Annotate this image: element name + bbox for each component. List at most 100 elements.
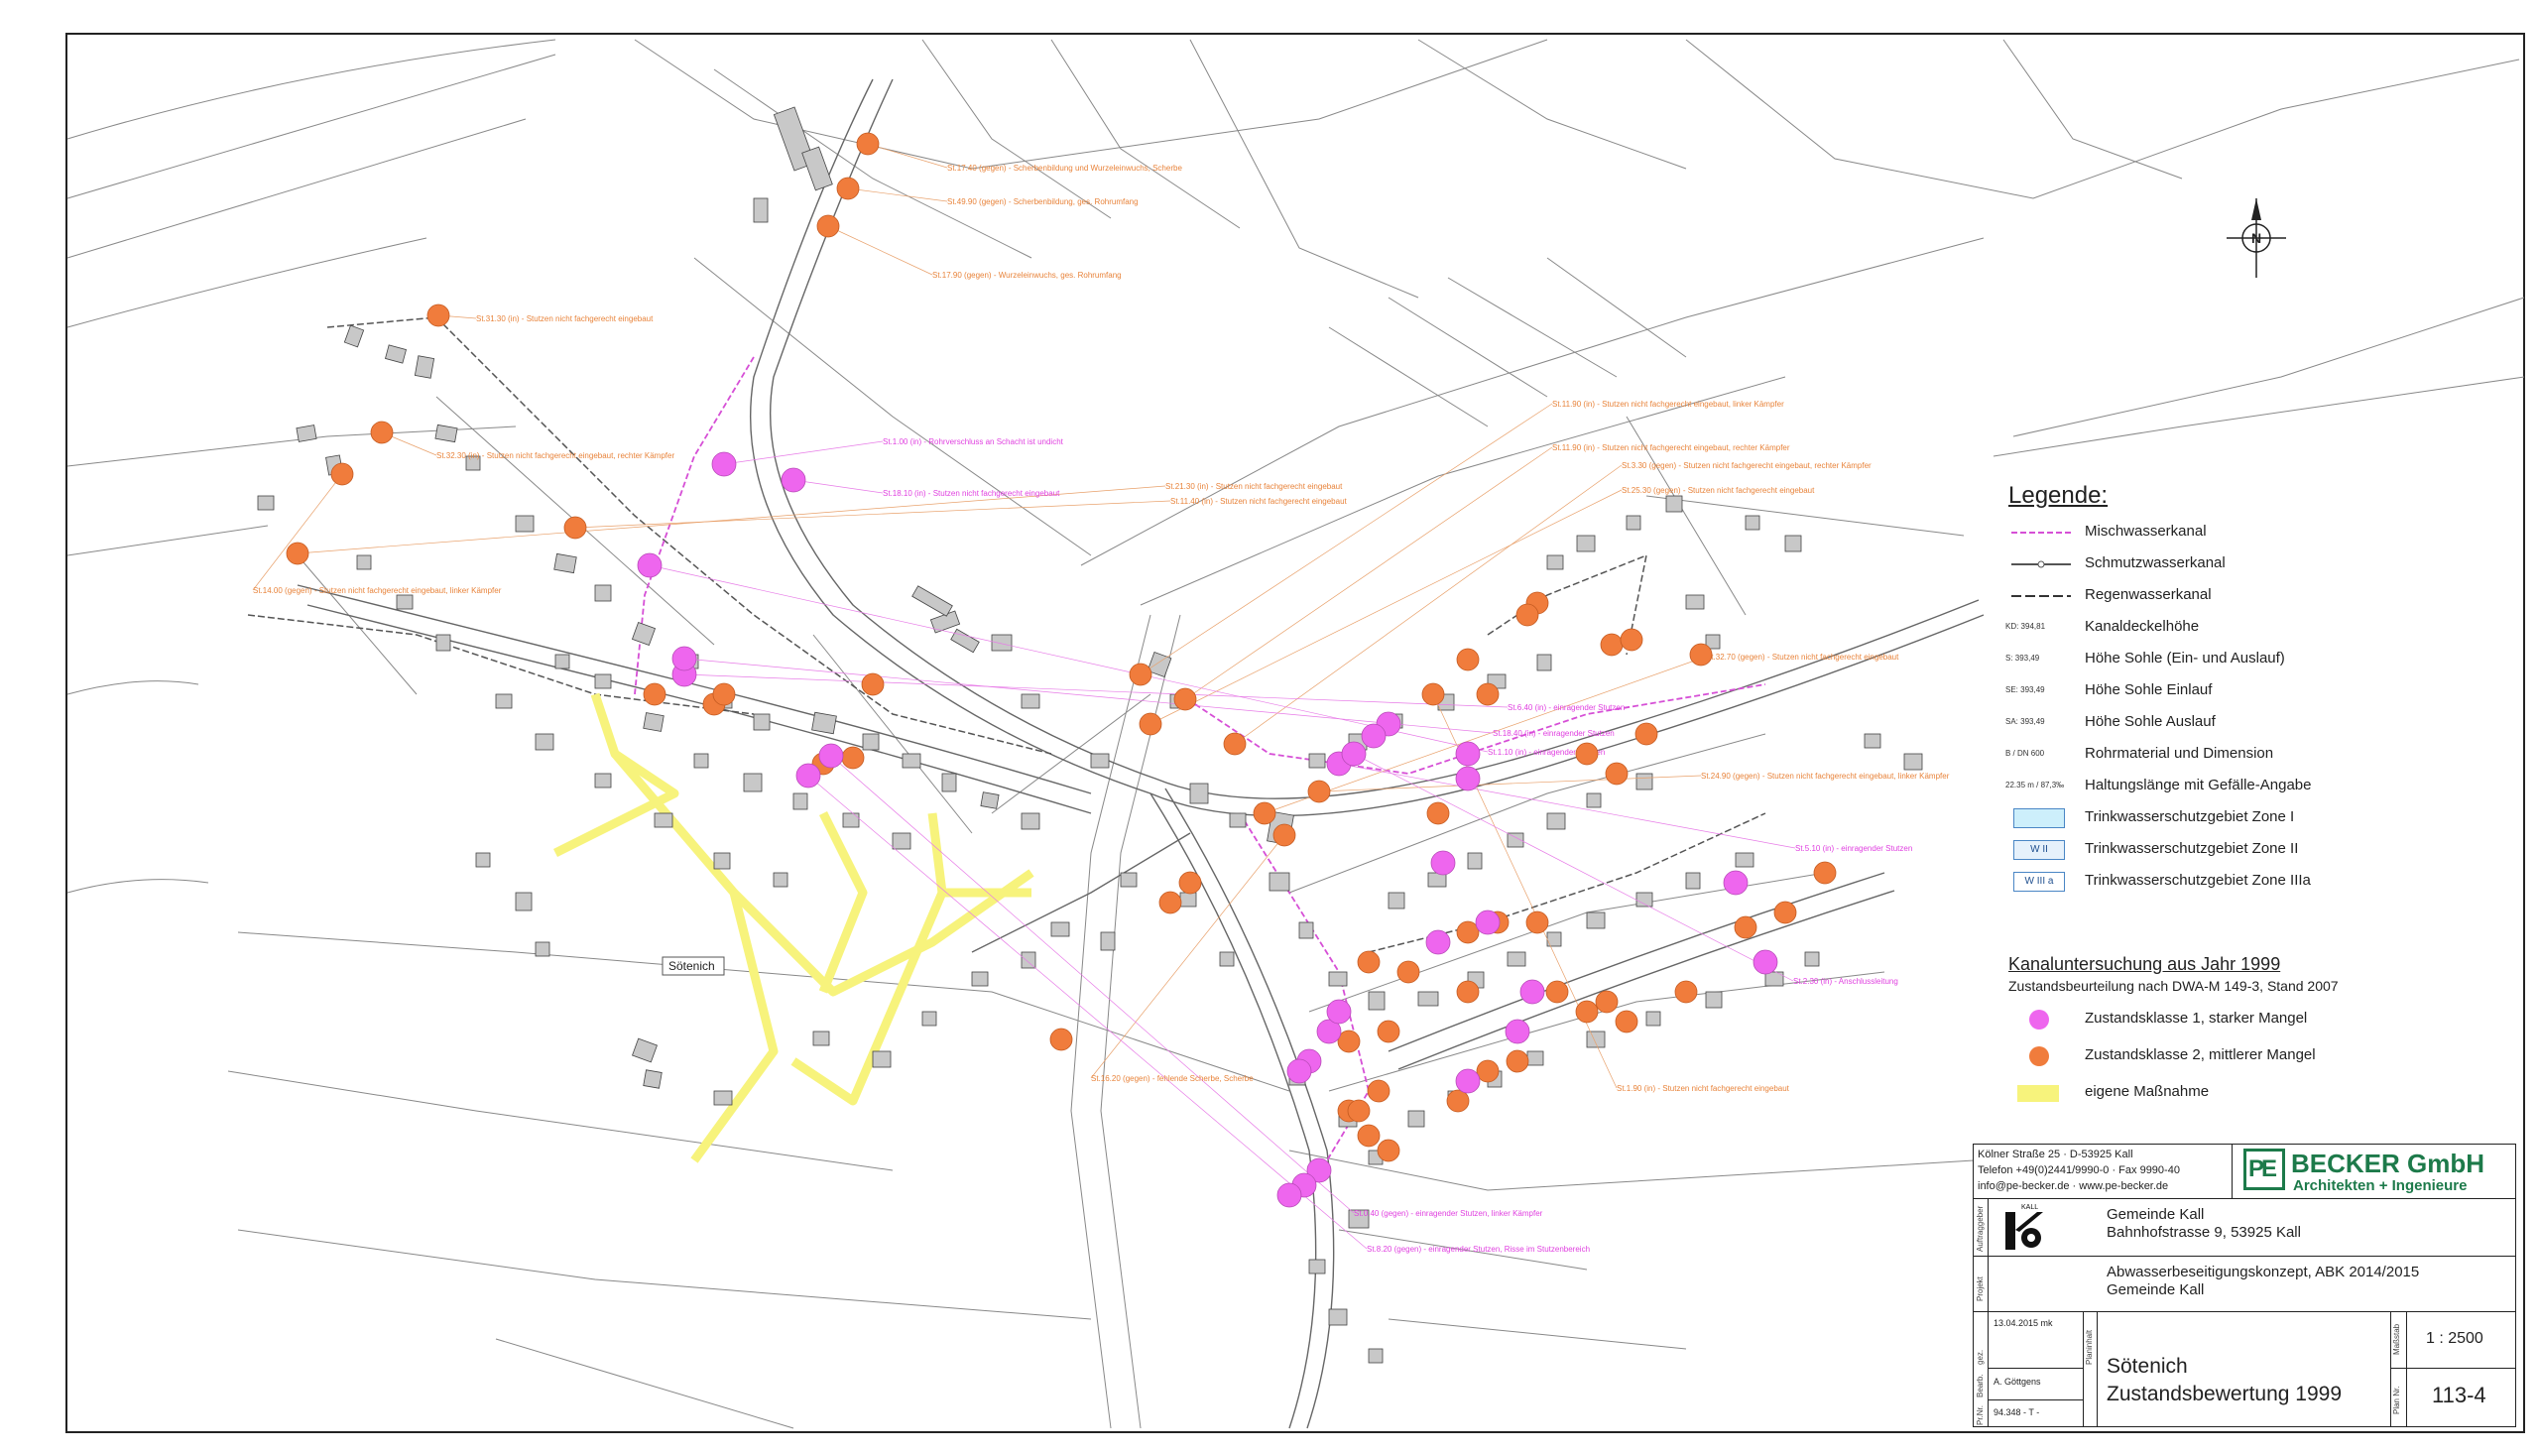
class1-marker-icon: [781, 467, 806, 493]
class2-marker-icon: [563, 516, 587, 540]
building: [713, 1090, 733, 1106]
building: [1507, 832, 1524, 848]
building: [1903, 753, 1923, 771]
building: [465, 455, 481, 471]
building: [1021, 812, 1040, 830]
building: [743, 773, 763, 792]
zone1-swatch: [2013, 808, 2065, 828]
leader-line: [683, 658, 1494, 734]
plan-title-2: Zustandsbewertung 1999: [2107, 1383, 2342, 1405]
building: [1586, 911, 1606, 929]
building: [1546, 554, 1564, 570]
building: [553, 552, 577, 574]
legend-item-zone1: Trinkwasserschutzgebiet Zone I: [2003, 806, 2400, 830]
building: [892, 832, 911, 850]
building: [872, 1050, 892, 1068]
building: [862, 733, 880, 751]
building: [929, 610, 961, 634]
leader-line: [252, 473, 343, 591]
class2-marker-icon: [1377, 1020, 1400, 1043]
legend-label: Haltungslänge mit Gefälle-Angabe: [2085, 777, 2312, 793]
building: [594, 584, 612, 602]
class2-marker-icon: [1357, 950, 1381, 974]
class2-marker-icon: [1223, 732, 1247, 756]
building: [1348, 1209, 1370, 1229]
building: [356, 554, 372, 570]
class1-marker-icon: [637, 552, 663, 578]
class2-marker-icon: [1307, 780, 1331, 803]
plan-number: 113-4: [2432, 1383, 2486, 1407]
building: [1685, 872, 1701, 890]
leader-line: [1264, 656, 1707, 814]
company-address: Kölner Straße 25 · D-53925 Kall: [1978, 1149, 2133, 1160]
damage-label-class2: St.17.40 (gegen) - Scherbenbildung und W…: [947, 164, 1182, 173]
legend-label: Rohrmaterial und Dimension: [2085, 745, 2274, 762]
own-measure-swatch: [2017, 1085, 2059, 1102]
class2-marker-icon: [1377, 1139, 1400, 1162]
building: [1626, 515, 1641, 531]
class2-marker-icon: [1456, 648, 1480, 671]
building: [1328, 971, 1348, 987]
building: [1507, 951, 1526, 967]
legend-label: Zustandsklasse 2, mittlerer Mangel: [2085, 1046, 2316, 1063]
building: [1665, 495, 1683, 513]
plan-scale: 1 : 2500: [2426, 1330, 2483, 1347]
legend-item-zone3: W III a Trinkwasserschutzgebiet Zone III…: [2003, 870, 2400, 894]
damage-label-class2: St.16.20 (gegen) - fehlende Scherbe, Sch…: [1091, 1074, 1254, 1083]
building: [812, 1031, 830, 1046]
class2-marker-icon: [1421, 682, 1445, 706]
legend-label: Mischwasserkanal: [2085, 523, 2207, 540]
class2-marker-icon: [1139, 712, 1162, 736]
legend-item-sohle-einlauf: SE: 393,49 Höhe Sohle Einlauf: [2003, 679, 2400, 703]
leader-line: [723, 440, 884, 465]
building: [554, 654, 570, 669]
building: [1368, 1348, 1384, 1364]
damage-label-class2: St.32.70 (gegen) - Stutzen nicht fachger…: [1706, 653, 1899, 662]
class1-marker-icon: [1455, 1068, 1481, 1094]
north-arrow-label: N: [2251, 230, 2261, 246]
zone3-swatch: W III a: [2013, 872, 2065, 892]
class2-marker-icon: [1173, 687, 1197, 711]
class2-marker-icon: [861, 672, 885, 696]
damage-label-class2: St.17.90 (gegen) - Wurzeleinwuchs, ges. …: [932, 271, 1122, 280]
class2-marker-icon: [1158, 891, 1182, 914]
damage-label-class1: St.8.20 (gegen) - einragender Stutzen, R…: [1367, 1245, 1590, 1254]
class2-marker-icon: [1178, 871, 1202, 895]
class2-marker-icon: [286, 542, 309, 565]
leader-line: [1353, 753, 1794, 982]
building: [971, 971, 989, 987]
building: [792, 792, 808, 810]
legend-sample: SE: 393,49: [2005, 685, 2045, 694]
damage-label-class2: St.1.90 (in) - Stutzen nicht fachgerecht…: [1617, 1084, 1790, 1093]
building: [343, 324, 365, 348]
building: [1308, 1259, 1326, 1274]
class1-dot-icon: [2029, 1010, 2049, 1030]
class2-marker-icon: [816, 214, 840, 238]
class1-marker-icon: [1455, 766, 1481, 791]
damage-label-class2: St.21.30 (in) - Stutzen nicht fachgerech…: [1165, 482, 1343, 491]
class2-marker-icon: [1634, 722, 1658, 746]
damage-label-class2: St.24.90 (gegen) - Stutzen nicht fachger…: [1701, 772, 1950, 781]
class2-marker-icon: [1615, 1010, 1638, 1033]
building: [1467, 852, 1483, 870]
class2-marker-icon: [1253, 801, 1276, 825]
class2-marker-icon: [1515, 603, 1539, 627]
building: [1635, 892, 1653, 908]
class1-marker-icon: [1326, 999, 1352, 1025]
class1-marker-icon: [795, 763, 821, 789]
building: [921, 1011, 937, 1027]
class1-marker-icon: [1316, 1019, 1342, 1044]
class1-marker-icon: [1455, 741, 1481, 767]
class1-marker-icon: [1723, 870, 1749, 896]
building: [594, 773, 612, 789]
building: [1120, 872, 1138, 888]
building: [1705, 991, 1723, 1009]
zone2-swatch: W II: [2013, 840, 2065, 860]
damage-label-class2: St.11.40 (in) - Stutzen nicht fachgerech…: [1170, 497, 1348, 506]
legend-label: eigene Maßnahme: [2085, 1083, 2210, 1100]
class2-marker-icon: [1367, 1079, 1390, 1103]
building: [414, 355, 435, 379]
damage-label-class2: St.11.90 (in) - Stutzen nicht fachgerech…: [1552, 443, 1790, 452]
leader-line: [297, 485, 1166, 554]
